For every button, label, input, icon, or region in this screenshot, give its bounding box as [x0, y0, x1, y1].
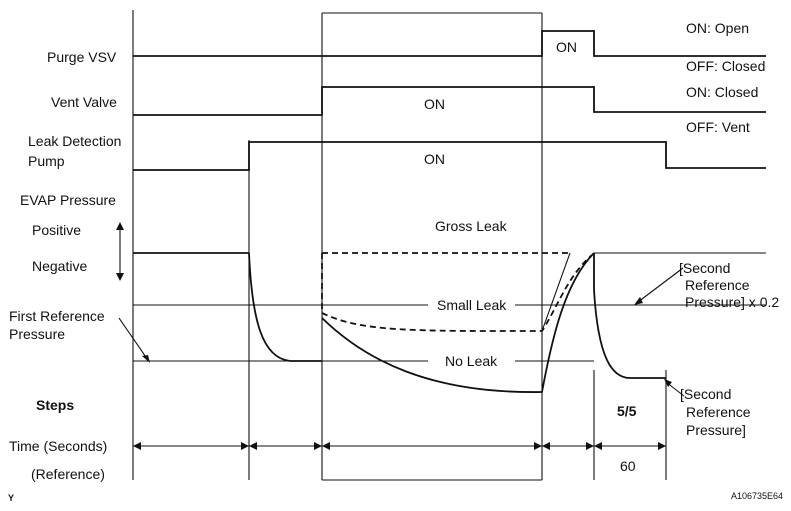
pump-waveform: [133, 141, 766, 171]
decay-curve: [593, 253, 666, 379]
no-leak-label: No Leak: [445, 353, 498, 369]
first-ref-label-line2: Pressure: [9, 326, 65, 342]
small-leak-label: Small Leak: [437, 297, 507, 313]
negative-label: Negative: [32, 258, 87, 274]
second-ref-line2: Reference: [686, 404, 751, 420]
first-ref-leader: [118, 317, 150, 363]
purge-vsv-waveform: [133, 30, 766, 57]
vent-valve-waveform: [133, 86, 766, 116]
evap-pressure-label: EVAP Pressure: [20, 192, 116, 208]
vent-valve-label: Vent Valve: [51, 94, 117, 110]
gross-leak-to-small: [541, 252, 571, 332]
pump-label-line1: Leak Detection: [28, 133, 121, 149]
second-ref-leader: [664, 379, 685, 397]
figure-code: A106735E64: [731, 491, 783, 501]
step-boundaries: [132, 10, 667, 481]
step-value: 5/5: [617, 403, 637, 419]
footer-mark: Y: [8, 493, 14, 503]
small-leak-trace: [321, 254, 593, 332]
pump-on-label: ON: [424, 151, 445, 167]
purge-off-note: OFF: Closed: [686, 58, 765, 74]
pump-down-curve: [248, 252, 322, 362]
vent-off-note: OFF: Vent: [686, 119, 750, 135]
vent-on-label: ON: [424, 96, 445, 112]
purge-vsv-label: Purge VSV: [47, 49, 117, 65]
second-ref-line3: Pressure]: [686, 422, 746, 438]
reference-label: (Reference): [31, 466, 105, 482]
second-ref-line1: [Second: [680, 386, 731, 402]
time-label: Time (Seconds): [9, 438, 107, 454]
second-ref-x02-line2: Reference: [685, 277, 750, 293]
no-leak-trace: [321, 252, 595, 393]
second-ref-x02-leader: [634, 267, 684, 305]
gross-leak-label: Gross Leak: [435, 218, 508, 234]
time-value: 60: [620, 458, 636, 474]
vent-on-note: ON: Closed: [686, 84, 758, 100]
second-ref-x02-line3: Pressure] x 0.2: [685, 294, 779, 310]
purge-on-label: ON: [556, 39, 577, 55]
pressure-sign-arrow: [116, 222, 124, 281]
second-ref-x02-line1: [Second: [679, 260, 730, 276]
positive-label: Positive: [32, 222, 81, 238]
steps-label: Steps: [36, 397, 74, 413]
time-arrows: [133, 442, 666, 450]
purge-on-note: ON: Open: [686, 20, 749, 36]
first-ref-label-line1: First Reference: [9, 308, 105, 324]
pump-label-line2: Pump: [28, 153, 65, 169]
